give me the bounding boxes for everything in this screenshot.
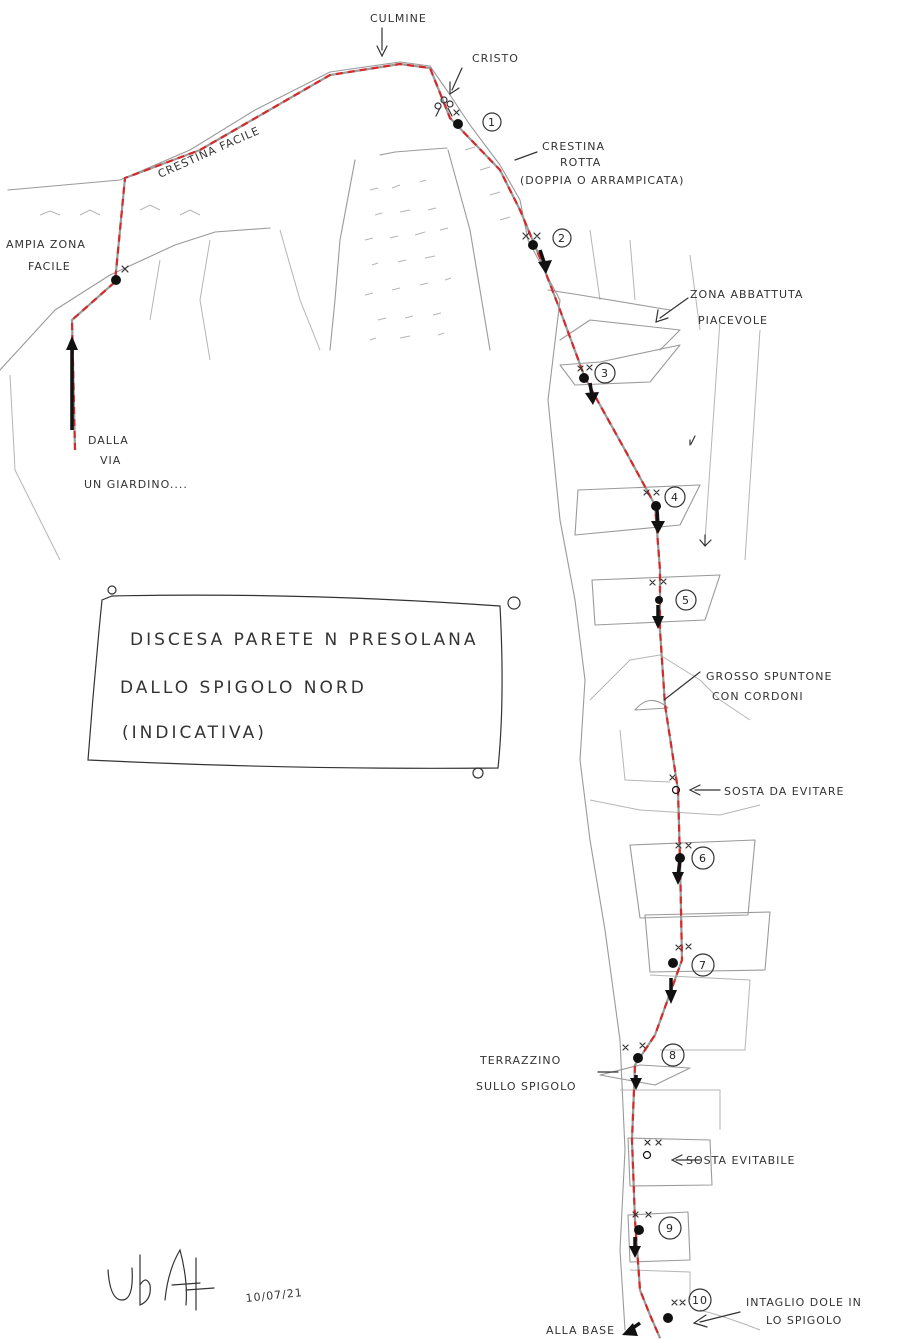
station-4: 4: [664, 486, 686, 508]
svg-text:7: 7: [699, 959, 707, 972]
svg-text:4: 4: [671, 491, 679, 504]
route-labels: CULMINE CRISTO CRESTINA FACILE AMPIA ZON…: [6, 12, 862, 1337]
label-un-giardino: UN GIARDINO....: [84, 478, 188, 491]
descent-route: [70, 62, 684, 1339]
label-grosso-spuntone: GROSSO SPUNTONE: [706, 670, 832, 683]
label-crestina-rotta-3: (DOPPIA O ARRAMPICATA): [520, 174, 684, 187]
svg-text:3: 3: [601, 367, 609, 380]
label-facile: FACILE: [28, 260, 71, 273]
rock-outlines: [0, 61, 771, 1331]
label-crestina-facile: CRESTINA FACILE: [156, 124, 262, 181]
station-5: 5: [675, 589, 697, 611]
station-8: 8: [661, 1043, 685, 1067]
label-ampia-zona: AMPIA ZONA: [6, 238, 86, 251]
label-pointers: [376, 27, 741, 1328]
belay-dot-6: [675, 853, 685, 863]
belay-dot-3: [579, 373, 589, 383]
belay-dot-8: [633, 1053, 643, 1063]
station-2: 2: [552, 228, 572, 248]
direction-arrows: [66, 249, 684, 1336]
label-via: VIA: [100, 454, 121, 467]
label-con-cordoni: CON CORDONI: [712, 690, 804, 703]
label-cristo: CRISTO: [472, 52, 519, 65]
label-sosta-evitabile: SOSTA EVITABILE: [686, 1154, 796, 1167]
station-9: 9: [658, 1216, 682, 1240]
title-line-1: DISCESA PARETE N PRESOLANA: [130, 630, 478, 650]
label-piacevole: PIACEVOLE: [698, 314, 768, 327]
belay-dot-1: [453, 119, 463, 129]
label-sosta-da-evitare: SOSTA DA EVITARE: [724, 785, 845, 798]
sosta-evitabile-dot: [642, 1150, 652, 1160]
svg-text:9: 9: [666, 1222, 674, 1235]
station-1: 1: [482, 112, 502, 132]
label-alla-base: ALLA BASE: [546, 1324, 615, 1337]
svg-text:1: 1: [488, 116, 496, 129]
svg-text:8: 8: [669, 1049, 677, 1062]
label-intaglio: INTAGLIO DOLE IN: [746, 1296, 862, 1309]
label-terrazzino: TERRAZZINO: [479, 1054, 561, 1067]
title-line-2: DALLO SPIGOLO NORD: [120, 678, 367, 698]
svg-text:10: 10: [692, 1294, 708, 1307]
label-dalla: DALLA: [88, 434, 129, 447]
signature-block: 10/07/21: [107, 1248, 303, 1311]
belay-dot-10: [663, 1313, 673, 1323]
title-line-3: (INDICATIVA): [122, 723, 267, 743]
station-10: 10: [688, 1288, 712, 1312]
station-3: 3: [594, 362, 616, 384]
belay-dot-5: [655, 596, 663, 604]
belay-dot-7: [668, 958, 678, 968]
bolt-marks: [121, 109, 692, 1306]
label-crestina-rotta-2: ROTTA: [560, 156, 601, 169]
station-7: 7: [691, 953, 715, 977]
station-number-markers: 1 2 3 4 5 6 7 8 9 10: [482, 112, 715, 1312]
label-culmine: CULMINE: [370, 12, 427, 25]
svg-text:6: 6: [699, 852, 707, 865]
label-crestina-rotta-1: CRESTINA: [542, 140, 605, 153]
label-sullo-spigolo: SULLO SPIGOLO: [476, 1080, 577, 1093]
cristo-icon: [434, 96, 454, 117]
belay-dot-9: [634, 1225, 644, 1235]
belay-dot-4: [651, 501, 661, 511]
label-lo-spigolo: LO SPIGOLO: [766, 1314, 842, 1327]
label-zona-abbattuta: ZONA ABBATTUTA: [690, 288, 803, 301]
date: 10/07/21: [245, 1286, 303, 1305]
sosta-evitare-dot: [671, 785, 681, 795]
belay-stations: [111, 119, 685, 1323]
station-6: 6: [691, 846, 715, 870]
title-box: DISCESA PARETE N PRESOLANA DALLO SPIGOLO…: [87, 585, 521, 779]
svg-text:2: 2: [558, 232, 566, 245]
belay-dot-2: [528, 240, 538, 250]
signature: [107, 1248, 215, 1311]
svg-text:5: 5: [682, 594, 690, 607]
belay-dot: [111, 275, 121, 285]
